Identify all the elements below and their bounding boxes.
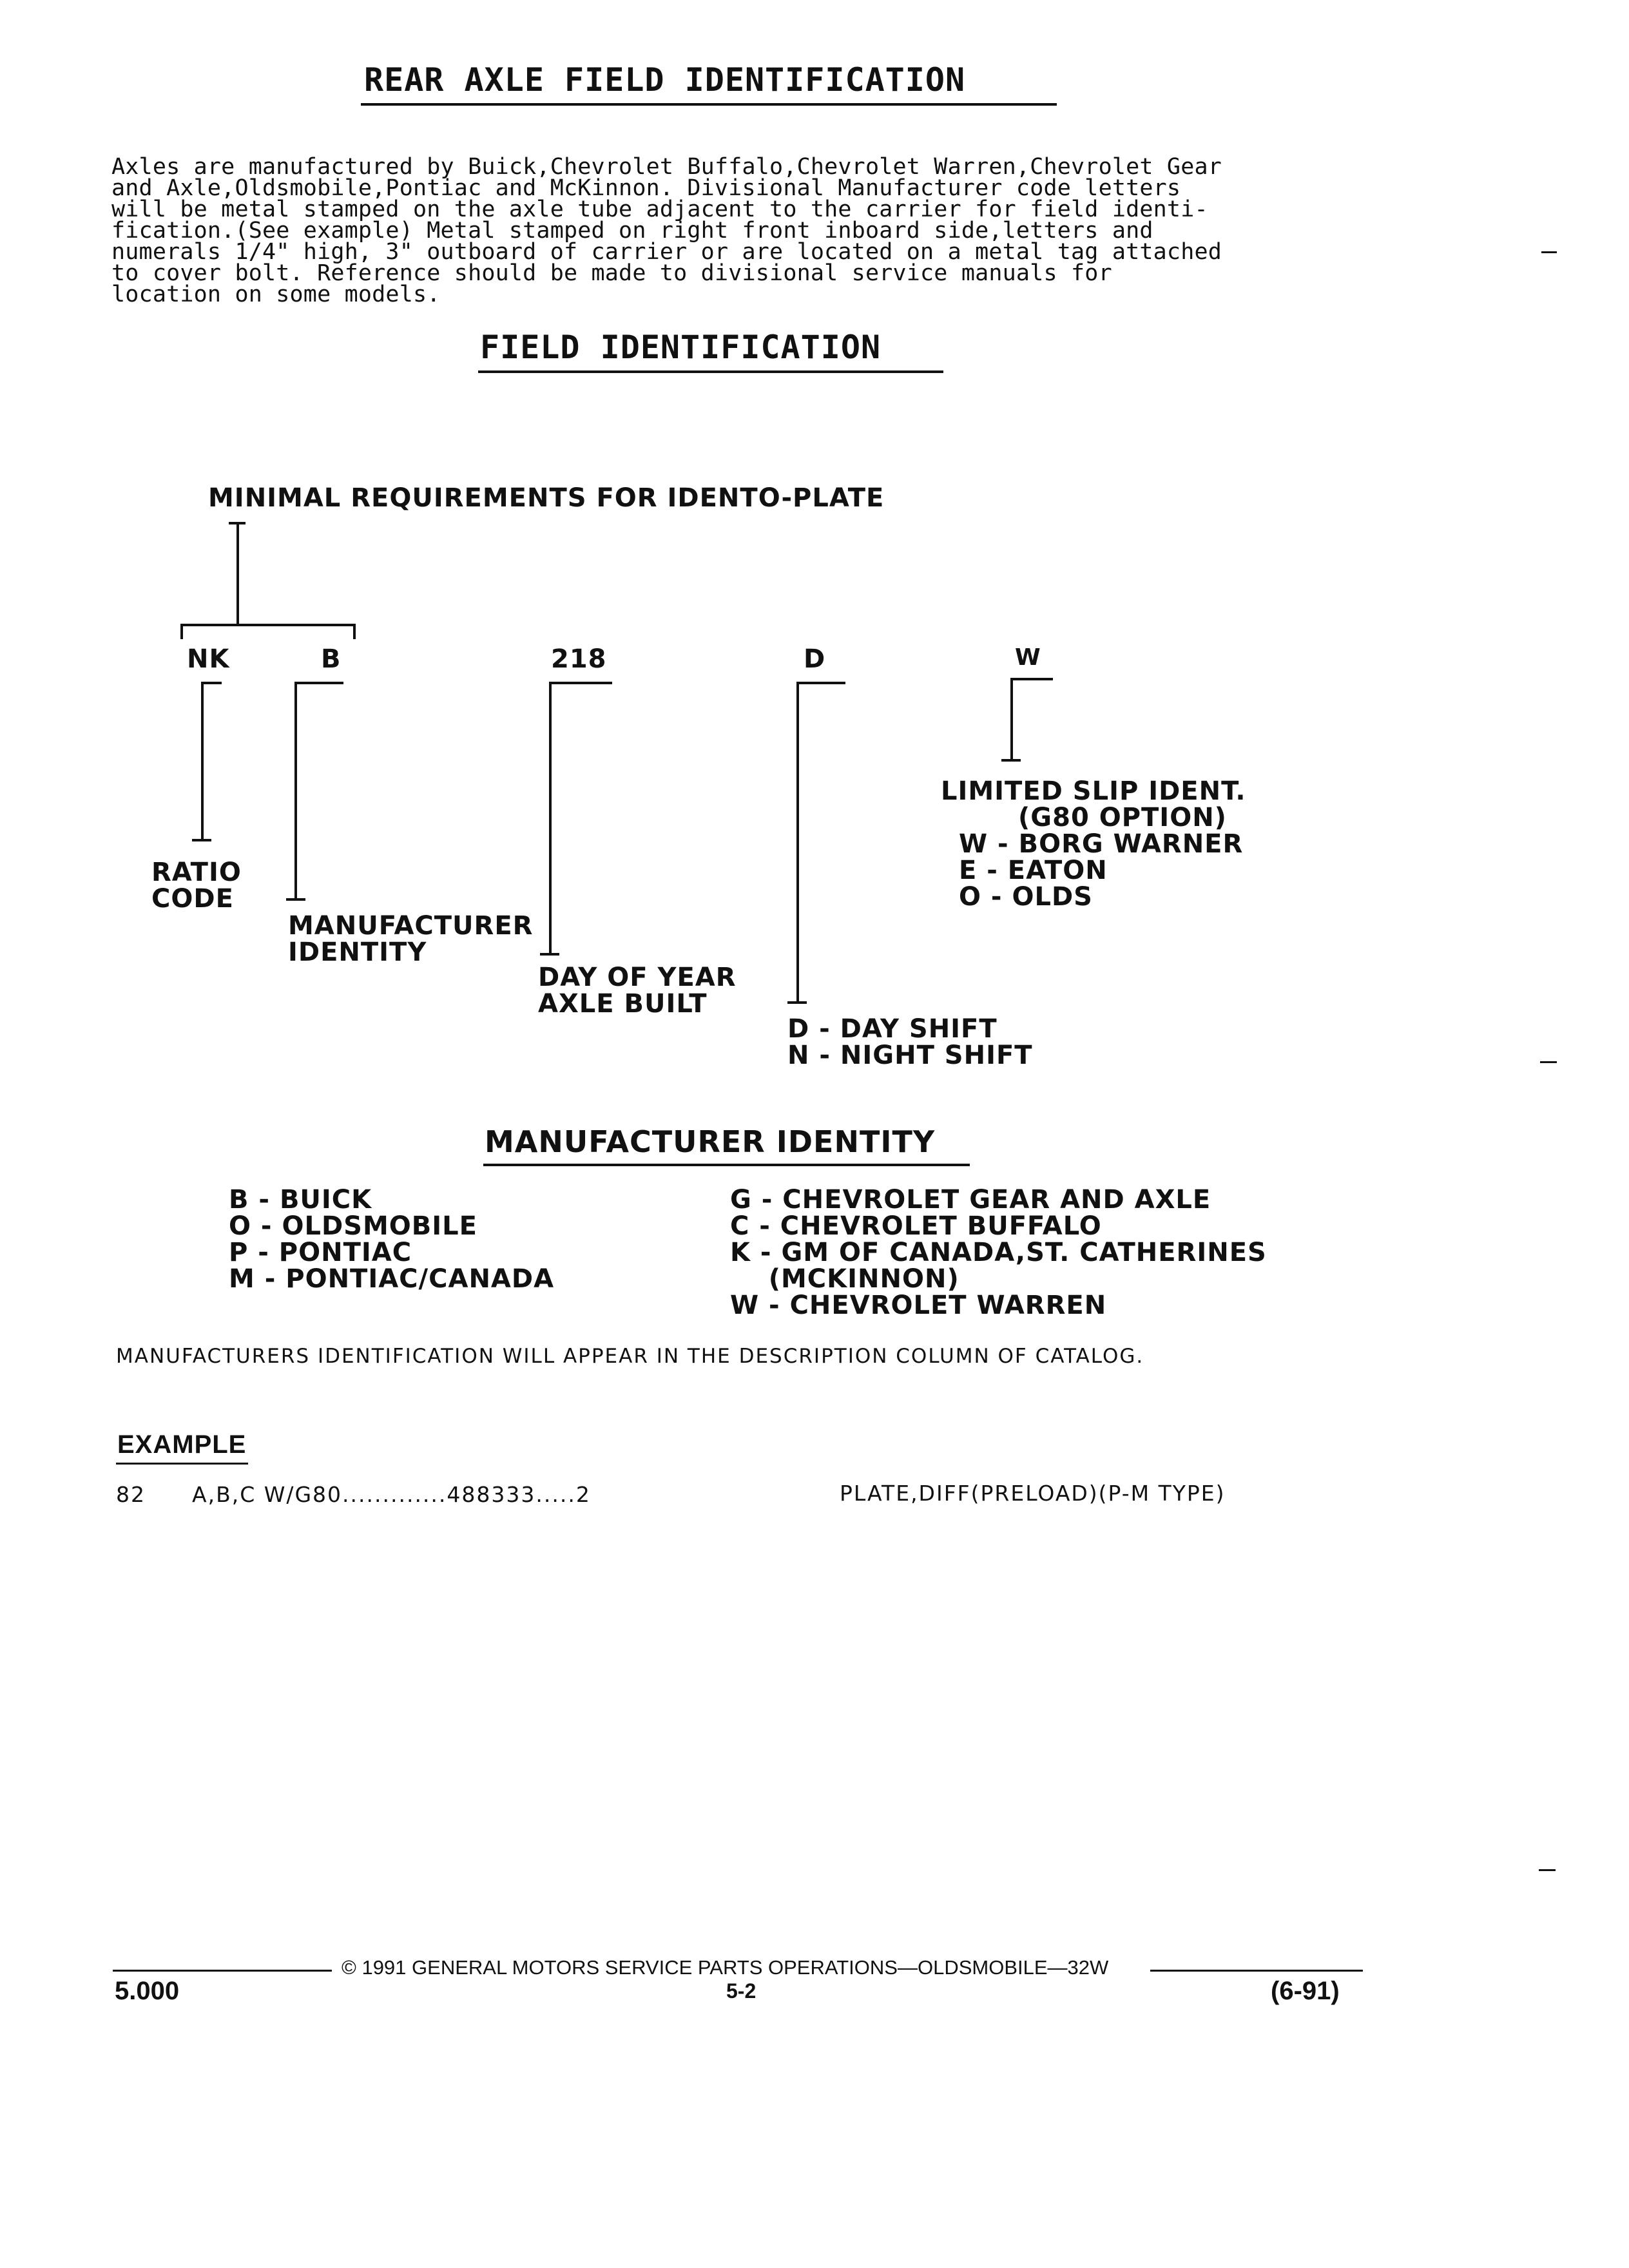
manufacturer-identity-underline (483, 1164, 970, 1166)
footer-section-number: 5.000 (115, 1977, 180, 2005)
list-item: O - OLDSMOBILE (229, 1211, 477, 1241)
manufacturer-identity-heading: MANUFACTURER IDENTITY (485, 1124, 936, 1159)
footer-date: (6-91) (1271, 1977, 1340, 2005)
day-of-year-caption: DAY OF YEAR AXLE BUILT (538, 963, 737, 1019)
list-item: W - CHEVROLET WARREN (730, 1291, 1107, 1320)
manufacturer-list-left: B - BUICK O - OLDSMOBILE P - PONTIAC M -… (229, 1187, 554, 1293)
manufacturer-list-right: G - CHEVROLET GEAR AND AXLE C - CHEVROLE… (730, 1187, 1267, 1319)
ratio-code-caption: RATIO CODE (151, 858, 242, 914)
list-item: K - GM OF CANADA,ST. CATHERINES (730, 1238, 1267, 1267)
catalog-note: MANUFACTURERS IDENTIFICATION WILL APPEAR… (116, 1345, 1144, 1368)
margin-mark (1541, 251, 1557, 253)
manufacturer-identity-caption: MANUFACTURER IDENTITY (288, 911, 534, 967)
example-description: PLATE,DIFF(PRELOAD)(P-M TYPE) (840, 1481, 1226, 1506)
footer-rule-right (1150, 1970, 1363, 1972)
code-limited-slip: W (1015, 644, 1041, 671)
list-item: C - CHEVROLET BUFFALO (730, 1211, 1102, 1241)
list-item: B - BUICK (229, 1185, 372, 1215)
example-applicability: A,B,C W/G80.............488333.....2 (192, 1482, 591, 1507)
list-item: (MCKINNON) (730, 1264, 959, 1294)
margin-mark (1540, 1061, 1557, 1063)
code-ratio: NK (187, 644, 230, 674)
page-title: REAR AXLE FIELD IDENTIFICATION (364, 61, 966, 99)
footer-page-number: 5-2 (726, 1979, 757, 2003)
minimal-requirements-label: MINIMAL REQUIREMENTS FOR IDENTO-PLATE (208, 483, 885, 513)
footer-copyright: © 1991 GENERAL MOTORS SERVICE PARTS OPER… (342, 1956, 1109, 1979)
example-ref: 82 (116, 1482, 146, 1507)
list-item: G - CHEVROLET GEAR AND AXLE (730, 1185, 1211, 1215)
code-shift: D (804, 644, 826, 674)
margin-mark (1539, 1869, 1556, 1871)
intro-paragraph: Axles are manufactured by Buick,Chevrole… (111, 154, 1222, 307)
shift-caption: D - DAY SHIFT N - NIGHT SHIFT (787, 1014, 1033, 1070)
page-title-underline (361, 103, 1057, 106)
field-identification-underline (478, 370, 943, 373)
example-underline (116, 1463, 248, 1465)
footer-rule-left (113, 1970, 332, 1972)
field-identification-heading: FIELD IDENTIFICATION (480, 329, 882, 366)
code-day: 218 (551, 644, 607, 674)
list-item: P - PONTIAC (229, 1238, 412, 1267)
list-item: M - PONTIAC/CANADA (229, 1264, 555, 1294)
limited-slip-caption: LIMITED SLIP IDENT. (G80 OPTION) W - BOR… (941, 776, 1246, 912)
example-heading: EXAMPLE (117, 1430, 247, 1459)
code-manufacturer: B (321, 644, 342, 674)
